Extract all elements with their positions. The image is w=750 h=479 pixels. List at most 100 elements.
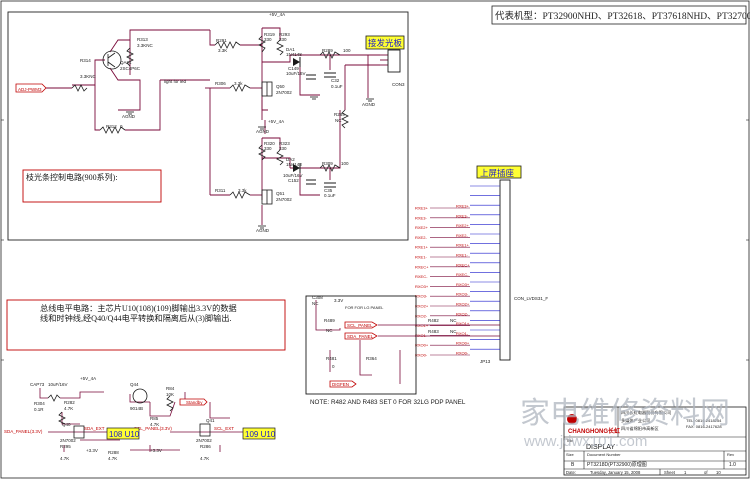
r282-ref: R282 [64, 400, 75, 405]
lvds-signal-pin-label: RXO0- [456, 351, 469, 356]
r284-value: NC [335, 118, 342, 123]
r364-ref: R364 [366, 356, 377, 361]
lvds-pin-lines [470, 185, 500, 350]
lvds-signal-label: RXO3- [415, 294, 428, 299]
c32-value: 0.1uF [331, 84, 343, 89]
lvds-signal-pin-label: RXEC- [456, 272, 469, 277]
adj-pwm-label: ADJ-PWM3 [18, 87, 42, 92]
jp13-ref: JP13 [480, 359, 491, 364]
r483-value: NC [450, 329, 457, 334]
backlight-connector-tag [365, 35, 405, 50]
agnd-left-label: AGND [122, 114, 136, 119]
jp13-part: CON_LVDS31_F [514, 296, 548, 301]
sda-panel-flag-text: SDA_PANEL [347, 334, 374, 339]
digfen-flag-text: DIGFEN [332, 382, 349, 387]
models-note-box [491, 5, 747, 25]
standby-flag-text: Standby [186, 400, 203, 405]
company-address: 四川省绵阳市高新区 [621, 425, 659, 432]
level-shift-labels: CAP73 10uF/16V R304 0.1R R282 4.7K +5V_4… [30, 376, 215, 461]
c149-value: 10uF/16V [286, 71, 306, 76]
r323-ref: R323 [279, 141, 290, 146]
lvds-signal-label: RXO1- [415, 333, 428, 338]
q41-ref: Q41 [206, 418, 215, 423]
sheet-edge-ticks [1, 119, 749, 361]
backlight-diodes [293, 57, 301, 173]
sheet-label: Sheet [664, 470, 676, 475]
scl-panel-flag [344, 321, 378, 329]
lvds-signal-pin-label: RXO3- [456, 292, 469, 297]
scl-main-label: SCL_PANEL(3.3V) [134, 426, 172, 431]
light-for-led-label: light for led [164, 79, 187, 84]
lvds-signal-pin-label: RXO2+ [456, 302, 470, 307]
q44-part: 9014B [130, 406, 143, 411]
r291-ref: R291 [216, 38, 227, 43]
c149-ref: C149 [288, 66, 299, 71]
lvds-signal-label: RXE3+ [415, 206, 428, 211]
cap73-ref: CAP73 [30, 382, 45, 387]
q41-part: 2N7002 [196, 438, 212, 443]
r284-ref: R284 [334, 112, 345, 117]
panel-i2c-region [305, 295, 417, 395]
r85-value: 4.7K [150, 422, 159, 427]
panel-i2c-wires [315, 300, 500, 384]
backlight-transistors [102, 50, 273, 205]
r481-value: 0 [332, 364, 335, 369]
da2-ref: DA2 [286, 157, 295, 162]
lvds-signal-label: RXO0- [415, 353, 428, 358]
lvds-signal-pin-label: RXO1+ [456, 321, 470, 326]
pin108-tag-text: 108 U10 [109, 430, 140, 439]
company-line2: 多媒体产业公司 [621, 417, 650, 424]
lvds-signal-pin-label: RXO2- [456, 311, 469, 316]
backlight-wires [45, 27, 388, 225]
v33-label: 3.3V [334, 298, 343, 303]
q44-symbol [132, 388, 148, 404]
lvds-signal-pin-label: RXO0+ [456, 341, 470, 346]
r304-value: 0.1R [34, 407, 44, 412]
c152-ref: C152 [288, 178, 299, 183]
r319-ref: R319 [264, 32, 275, 37]
q40-part: 2N7002 [60, 438, 76, 443]
ground-symbols [126, 96, 374, 229]
lvds-signal-label: RXO0+ [415, 343, 429, 348]
watermark-url: www.jdwx101.com [523, 433, 647, 450]
lvds-signal-label: RXO1+ [415, 323, 429, 328]
sda-ext-label: SDA_EXT [84, 426, 105, 431]
sda-main-label: SDA_PANEL(3.3V) [4, 429, 43, 434]
c308-ref: C308 [312, 295, 323, 300]
date-value: Tuesday, January 15, 2008 [590, 470, 641, 475]
r314-value: 3.3KNC [80, 74, 97, 79]
lvds-signal-pin-label: RXE2- [456, 233, 468, 238]
digfen-flag [329, 380, 357, 388]
r482-value: NC [450, 318, 457, 323]
da2-part: 1N4148 [286, 162, 302, 167]
q51-part: 2N7002 [276, 197, 292, 202]
r304-ref: R304 [34, 401, 45, 406]
r84-value: 10K [166, 392, 174, 397]
r295-value: 4.7K [60, 456, 69, 461]
standby-flag [179, 398, 208, 406]
backlight-connector-tag-text: 接发光板 [368, 38, 403, 48]
r293-ref: R293 [279, 32, 290, 37]
r288-ref: R288 [108, 450, 119, 455]
title-block: CHANGHONG长虹 四川长虹电器股份有限公司 多媒体产业公司 四川省绵阳市高… [563, 406, 747, 476]
level-shift-symbols [47, 388, 211, 439]
r313-ref: R313 [137, 37, 148, 42]
lvds-signal-pin-label: RXE1- [456, 253, 468, 258]
j11-part: CON3 [392, 82, 405, 87]
r311-value: 3.3k [238, 188, 247, 193]
doc-value: PT3218D(PT32900)原理图 [587, 462, 647, 468]
models-note: 代表机型：PT32900NHD、PT32618、PT37618NHD、PT327… [495, 10, 750, 22]
r312-value: 0 [120, 124, 123, 129]
level-shift-nets: Standby SDA_PANEL(3.3V) SDA_EXT SCL_PANE… [4, 398, 234, 434]
resistor-symbols [71, 35, 349, 199]
size-value: B [571, 462, 575, 468]
pin109-tag-text: 109 U10 [245, 430, 276, 439]
pin108-tag [106, 427, 140, 440]
r282-value: 4.7K [64, 406, 73, 411]
of-label: of [704, 470, 708, 475]
r84-ref: R84 [166, 386, 175, 391]
lvds-signal-label: RXE2+ [415, 225, 428, 230]
lvds-signal-label: RXE3- [415, 215, 427, 220]
lvds-signal-label: RXEC+ [415, 264, 429, 269]
j11-connector [387, 49, 401, 73]
